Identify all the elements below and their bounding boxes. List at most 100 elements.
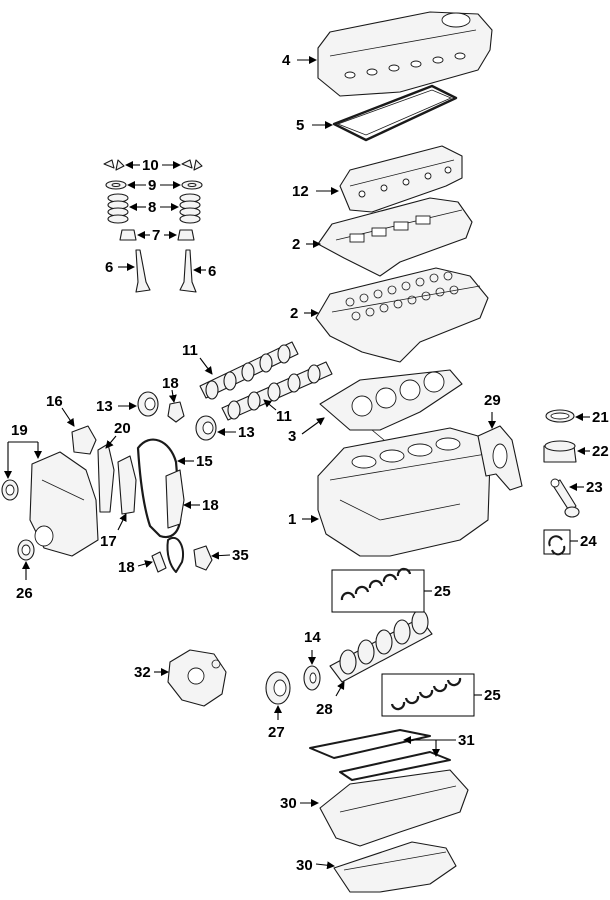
tensioner-18-lower (151, 551, 167, 573)
callout-label: 32 (134, 664, 151, 681)
callout-label: 10 (142, 157, 159, 174)
crank-sprocket (303, 665, 321, 691)
timing-bracket-18-upper (167, 401, 185, 423)
callout-label: 17 (100, 533, 117, 550)
timing-cover (29, 451, 99, 557)
callout-30-lower: 30 (296, 857, 335, 874)
tensioner-35 (193, 545, 213, 571)
callout-label: 18 (162, 375, 179, 392)
timing-cover-seal-19 (1, 479, 19, 501)
callout-8: 8 (129, 199, 179, 216)
camshaft-carrier (339, 145, 463, 213)
callout-label: 5 (296, 117, 304, 134)
callout-20: 20 (105, 420, 131, 449)
callout-28: 28 (316, 681, 345, 718)
callout-24: 24 (570, 533, 597, 550)
callout-label: 9 (148, 177, 156, 194)
callout-26: 26 (16, 561, 33, 602)
callout-18-lower: 18 (118, 559, 153, 576)
main-bearings-upper-set (331, 567, 425, 613)
callout-18-upper: 18 (162, 375, 179, 403)
head-gasket (319, 369, 463, 441)
callout-label: 11 (182, 342, 198, 359)
callout-17: 17 (100, 513, 127, 550)
callout-14: 14 (304, 629, 321, 665)
callout-label: 7 (152, 227, 160, 244)
callout-label: 4 (282, 52, 291, 69)
callout-35: 35 (211, 547, 249, 564)
callout-5: 5 (296, 117, 333, 134)
valve-keepers (103, 159, 203, 171)
piston-rings (545, 409, 575, 423)
timing-tensioner-16 (71, 425, 97, 455)
callout-label: 29 (484, 392, 501, 409)
callout-19: 19 (4, 422, 42, 479)
callout-2-upper: 2 (292, 236, 321, 253)
callout-16: 16 (46, 393, 75, 427)
callout-25-lower: 25 (474, 687, 501, 704)
callout-23: 23 (569, 479, 603, 496)
callout-label: 27 (268, 724, 285, 741)
callout-label: 19 (11, 422, 28, 439)
callout-label: 16 (46, 393, 63, 410)
callout-label: 30 (296, 857, 313, 874)
callout-9: 9 (127, 177, 181, 194)
callout-label: 28 (316, 701, 333, 718)
callout-3: 3 (288, 417, 325, 445)
callout-13-right: 13 (217, 424, 255, 441)
cylinder-head (315, 267, 489, 363)
callout-27: 27 (268, 705, 285, 741)
oil-pan-upper (319, 769, 469, 847)
crankshaft (329, 609, 433, 683)
callout-label: 15 (196, 453, 213, 470)
oil-pan-gaskets (309, 729, 451, 781)
callout-label: 3 (288, 428, 296, 445)
chain-lower (166, 537, 184, 573)
callout-29: 29 (484, 392, 501, 429)
callout-label: 26 (16, 585, 33, 602)
timing-guide-18 (165, 469, 185, 529)
callout-6-left: 6 (105, 259, 135, 276)
callout-label: 2 (292, 236, 300, 253)
callout-label: 23 (586, 479, 603, 496)
callout-label: 13 (238, 424, 255, 441)
callout-label: 6 (105, 259, 113, 276)
callout-label: 12 (292, 183, 309, 200)
callout-label: 30 (280, 795, 297, 812)
callout-label: 18 (118, 559, 135, 576)
callout-label: 22 (592, 443, 609, 460)
valve-cover (317, 11, 493, 97)
callout-13-left: 13 (96, 398, 137, 415)
valves (135, 249, 197, 293)
callout-12: 12 (292, 183, 339, 200)
timing-guide-20 (97, 443, 115, 513)
timing-guide-17 (117, 455, 137, 515)
callout-label: 2 (290, 305, 298, 322)
callout-label: 31 (458, 732, 475, 749)
callout-18-middle: 18 (183, 497, 219, 514)
callout-22: 22 (577, 443, 609, 460)
callout-label: 25 (484, 687, 501, 704)
callout-31: 31 (403, 732, 475, 757)
callout-11-lower: 11 (263, 399, 292, 425)
callout-label: 20 (114, 420, 131, 437)
camshafts (199, 341, 333, 421)
callout-7: 7 (137, 227, 177, 244)
callout-1: 1 (288, 511, 319, 528)
main-bearings-lower-set (381, 673, 475, 717)
callout-label: 21 (592, 409, 609, 426)
callout-6-right: 6 (193, 263, 216, 280)
callout-2-lower: 2 (290, 305, 319, 322)
callout-label: 6 (208, 263, 216, 280)
callout-11-upper: 11 (182, 342, 213, 375)
cylinder-head-upper (317, 197, 473, 277)
valve-stem-seals (119, 229, 195, 241)
connecting-rod (550, 478, 580, 518)
callout-25-upper: 25 (424, 583, 451, 600)
piston (543, 440, 577, 463)
valve-springs (107, 193, 201, 224)
callout-label: 1 (288, 511, 296, 528)
rod-bearing-box (543, 529, 571, 556)
callout-label: 25 (434, 583, 451, 600)
callout-15: 15 (177, 453, 213, 470)
